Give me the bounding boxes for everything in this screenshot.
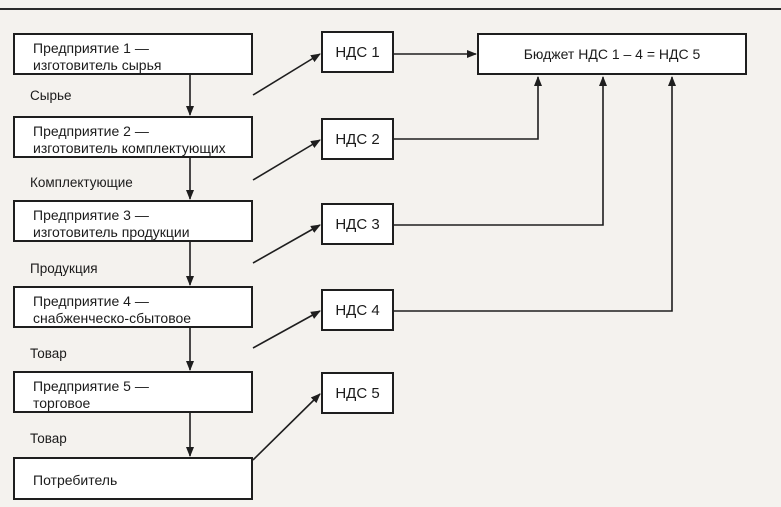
vat-arrow-3	[253, 225, 320, 263]
vat-arrow-5	[253, 394, 320, 460]
vat-arrow-1	[253, 54, 320, 95]
vat-arrow-4	[253, 311, 320, 348]
vat-arrow-2	[253, 140, 320, 180]
budget-arrow-4	[394, 77, 672, 311]
budget-arrow-3	[394, 77, 603, 225]
budget-arrow-2	[394, 77, 538, 139]
